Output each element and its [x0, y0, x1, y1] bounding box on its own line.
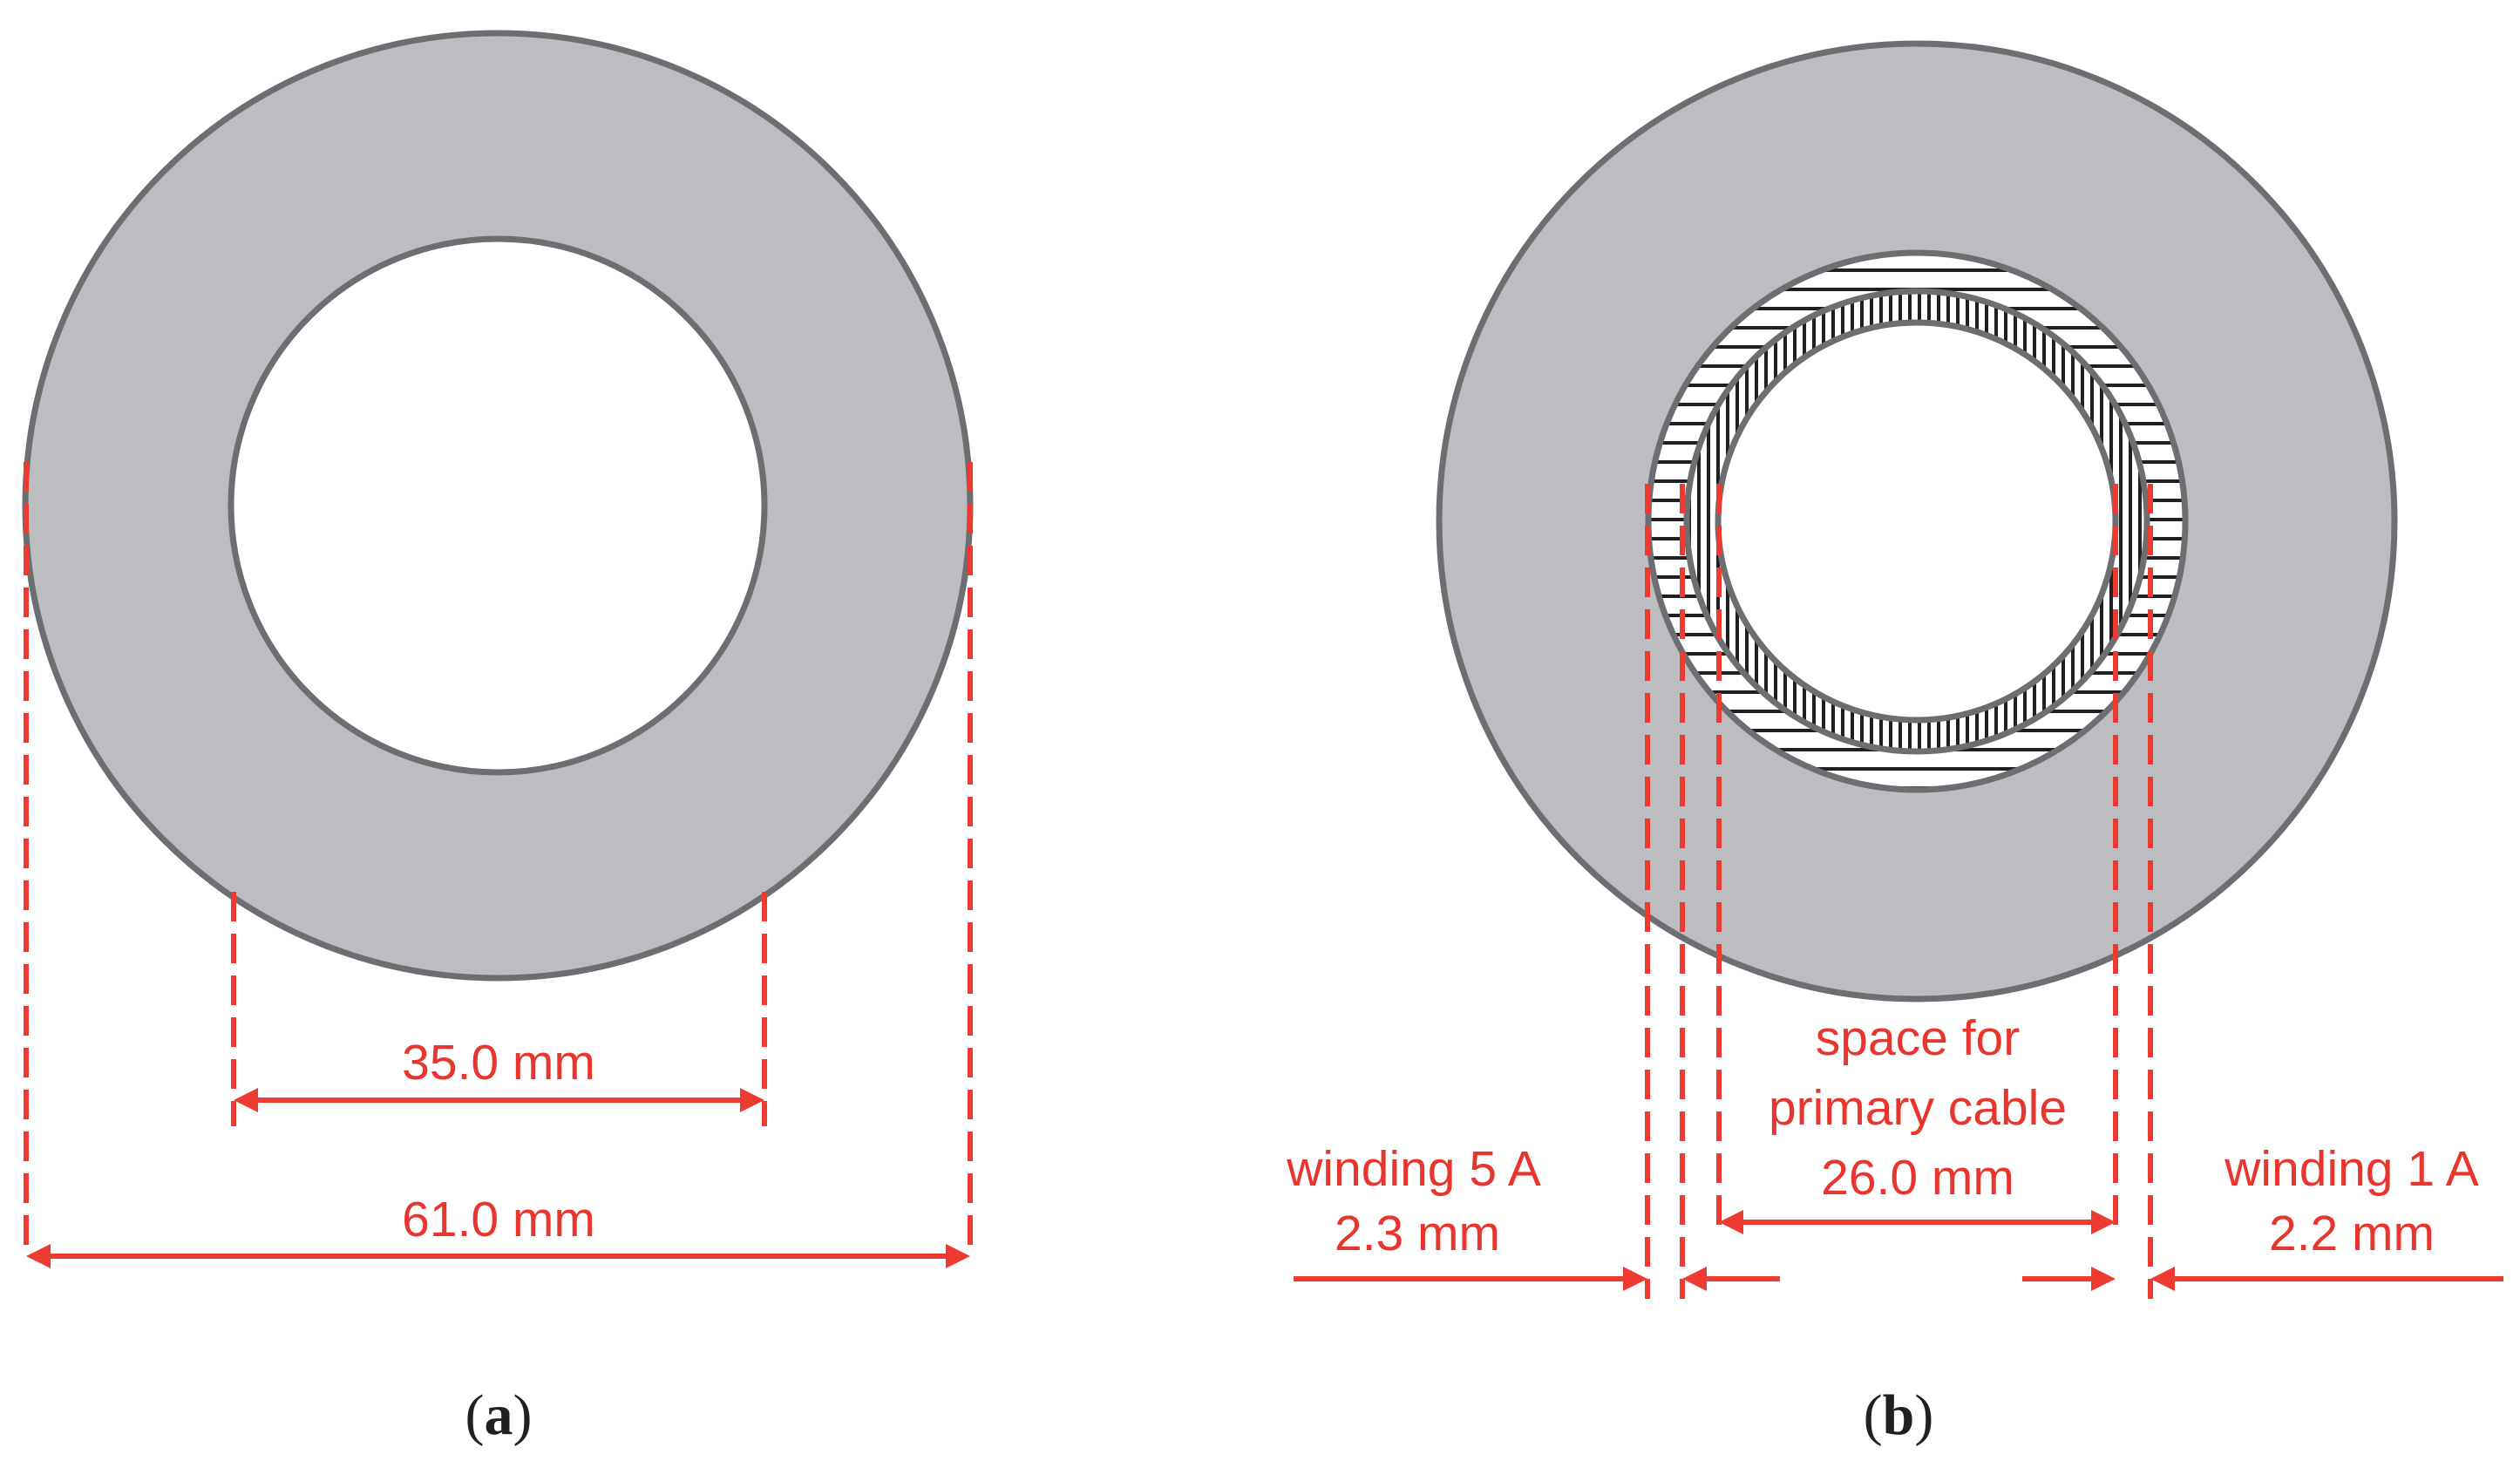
winding-5a-label: winding 5 A — [1286, 1141, 1541, 1197]
core-inner-hole-a — [228, 235, 768, 776]
space-label-line2: primary cable — [1769, 1080, 2067, 1136]
panel-a: 35.0 mm 61.0 mm (a) — [22, 30, 974, 1447]
outer-diameter-arrow-a — [26, 1244, 970, 1268]
winding-1a-label: winding 1 A — [2224, 1141, 2479, 1197]
caption-a: (a) — [465, 1383, 533, 1447]
caption-b: (b) — [1864, 1383, 1934, 1447]
inner-diameter-arrow-a — [234, 1088, 764, 1112]
space-label-line1: space for — [1816, 1010, 2020, 1066]
inner-diameter-dash-lines-a — [231, 892, 767, 1126]
outer-diameter-label: 61.0 mm — [402, 1192, 595, 1247]
space-value: 26.0 mm — [1821, 1150, 2014, 1206]
panel-b: space for primary cable 26.0 mm winding … — [1286, 40, 2503, 1447]
caption-a-letter: a — [485, 1383, 513, 1447]
inner-diameter-label: 35.0 mm — [402, 1035, 595, 1091]
winding-1a-arrows — [2022, 1267, 2503, 1291]
outer-diameter-dash-lines-a — [24, 462, 973, 1255]
winding-dash-lines-b — [1645, 484, 2153, 1299]
primary-cable-arrow — [1719, 1210, 2116, 1234]
winding-5a-value: 2.3 mm — [1335, 1206, 1500, 1261]
caption-b-letter: b — [1883, 1383, 1915, 1447]
primary-cable-space — [1715, 319, 2119, 724]
winding-5a-arrows — [1294, 1267, 1780, 1291]
winding-1a-value: 2.2 mm — [2269, 1206, 2435, 1261]
